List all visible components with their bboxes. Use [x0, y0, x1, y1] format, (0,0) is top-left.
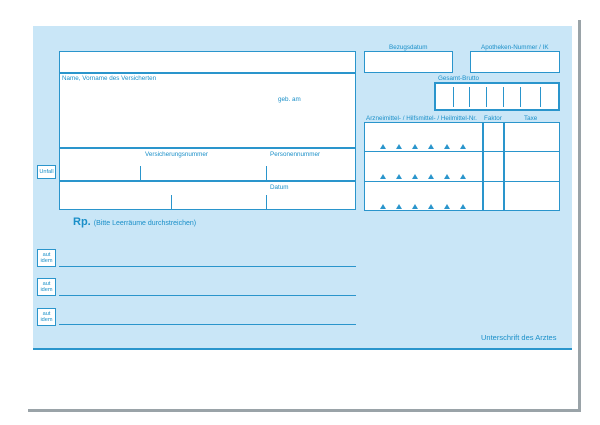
digit-marker: [412, 204, 418, 209]
digit-marker: [396, 144, 402, 149]
digit-marker: [444, 144, 450, 149]
digit-marker: [380, 174, 386, 179]
table-col-divider: [503, 122, 505, 211]
birthdate-label: geb. am: [278, 96, 301, 103]
date-label: Datum: [270, 184, 289, 191]
divider: [266, 166, 267, 181]
digit-marker: [412, 144, 418, 149]
rp-heading: Rp. (Bitte Leerräume durchstreichen): [73, 216, 196, 228]
digit-divider: [520, 87, 521, 107]
prescription-line-2: [59, 295, 356, 296]
taxe-label: Taxe: [524, 115, 538, 122]
medication-table: [364, 122, 560, 211]
digit-divider: [469, 87, 470, 107]
apotheken-nummer-field[interactable]: [470, 51, 560, 73]
table-row-divider: [364, 151, 560, 152]
table-col-divider: [482, 122, 484, 211]
digit-marker: [460, 144, 466, 149]
arzneimittel-label: Arzneimittel- / Hilfsmittel- / Heilmitte…: [366, 115, 477, 122]
prescription-line-3: [59, 324, 356, 325]
digit-marker: [412, 174, 418, 179]
aut-idem-checkbox-1[interactable]: aut idem: [37, 249, 56, 267]
digit-marker: [380, 144, 386, 149]
digit-marker: [444, 174, 450, 179]
apotheken-nummer-label: Apotheken-Nummer / IK: [481, 44, 549, 51]
table-row-divider: [364, 181, 560, 182]
insurer-field[interactable]: [59, 51, 356, 73]
signature-label: Unterschrift des Arztes: [481, 333, 557, 342]
insurance-number-label: Versicherungsnummer: [145, 151, 208, 158]
digit-marker: [428, 204, 434, 209]
patient-name-label: Name, Vorname des Versicherten: [62, 75, 157, 82]
digit-marker: [460, 174, 466, 179]
rp-note: (Bitte Leerräume durchstreichen): [93, 220, 197, 227]
digit-marker: [444, 204, 450, 209]
prescription-line-1: [59, 266, 356, 267]
date-row-field[interactable]: [59, 181, 356, 210]
faktor-label: Faktor: [484, 115, 502, 122]
divider: [171, 195, 172, 210]
unfall-checkbox[interactable]: Unfall: [37, 165, 56, 179]
digit-divider: [486, 87, 487, 107]
divider: [266, 195, 267, 210]
digit-divider: [503, 87, 504, 107]
digit-marker: [428, 174, 434, 179]
divider: [140, 166, 141, 181]
digit-marker: [396, 204, 402, 209]
digit-marker: [460, 204, 466, 209]
aut-idem-checkbox-3[interactable]: aut idem: [37, 308, 56, 326]
person-number-label: Personennummer: [270, 151, 321, 158]
gesamt-brutto-label: Gesamt-Brutto: [438, 75, 479, 82]
aut-idem-checkbox-2[interactable]: aut idem: [37, 278, 56, 296]
form-bottom-rule: [33, 348, 572, 350]
gesamt-brutto-field[interactable]: [434, 82, 560, 111]
digit-marker: [380, 204, 386, 209]
rp-label: Rp.: [73, 216, 91, 228]
bezugsdatum-field[interactable]: [364, 51, 453, 73]
patient-name-field[interactable]: [59, 73, 356, 148]
digit-divider: [540, 87, 541, 107]
digit-marker: [396, 174, 402, 179]
digit-marker: [428, 144, 434, 149]
bezugsdatum-label: Bezugsdatum: [389, 44, 428, 51]
digit-divider: [453, 87, 454, 107]
insurance-number-field[interactable]: [59, 148, 356, 181]
